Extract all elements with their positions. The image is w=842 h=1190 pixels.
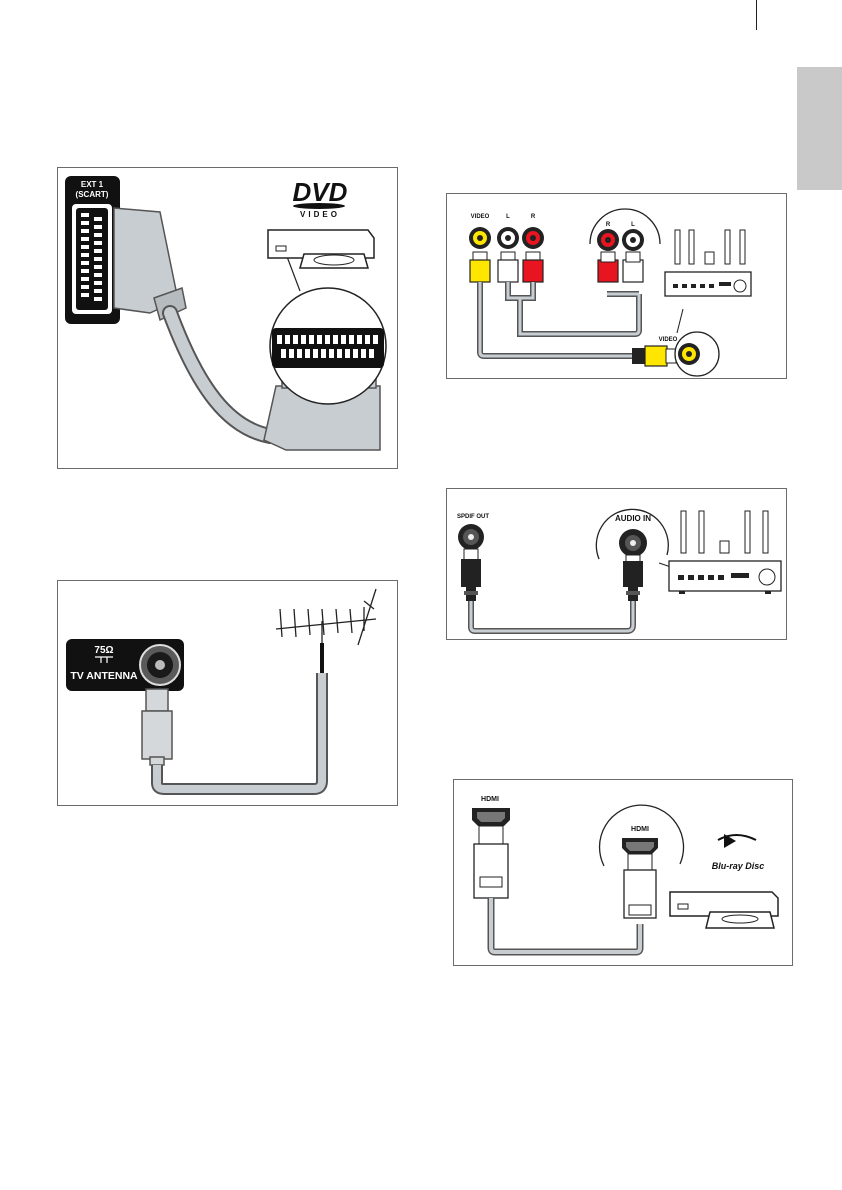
antenna-port-label: TV ANTENNA <box>70 670 138 682</box>
bluray-logo-text: Blu-ray Disc <box>712 861 765 871</box>
hdmi-device-label: HDMI <box>631 826 649 833</box>
aerial-antenna <box>276 589 376 673</box>
composite-right-label: R <box>531 214 536 220</box>
antenna-cable <box>157 673 322 789</box>
composite-connection-figure: VIDEO L R R L <box>446 193 787 379</box>
dvd-logo-sub: VIDEO <box>300 210 340 219</box>
spdif-cable <box>471 601 633 631</box>
composite-cables <box>480 282 639 356</box>
hdmi-connection-figure: HDMI HDMI Blu-ray Disc <box>453 779 793 966</box>
antenna-connection-figure: 75Ω TV ANTENNA <box>57 580 398 806</box>
composite-left-label: L <box>506 214 510 220</box>
spdif-connection-figure: SPDIF OUT AUDIO IN <box>446 488 787 640</box>
hdmi-tv-label: HDMI <box>481 796 499 803</box>
receiver-l-label: L <box>631 222 635 228</box>
scart-connection-figure: EXT 1 (SCART) <box>57 167 398 469</box>
language-tab <box>797 67 842 190</box>
hdmi-plug-tv <box>474 844 508 898</box>
spdif-in-label: AUDIO IN <box>615 514 651 523</box>
dvd-logo: DVD <box>293 177 348 207</box>
plug-white <box>498 260 518 282</box>
antenna-impedance-label: 75Ω <box>94 645 113 656</box>
speakers <box>681 511 768 553</box>
antenna-plug <box>142 711 172 759</box>
plug-red <box>523 260 543 282</box>
speakers <box>675 230 745 264</box>
plug-yellow <box>470 260 490 282</box>
page-edge-rule <box>756 0 757 30</box>
spdif-plug-receiver <box>623 561 643 587</box>
spdif-plug-tv <box>461 559 481 587</box>
scart-port-label-2: (SCART) <box>76 190 109 199</box>
receiver-video-label: VIDEO <box>659 337 678 343</box>
hdmi-cable <box>491 898 640 952</box>
scart-port-label-1: EXT 1 <box>81 180 104 189</box>
receiver-r-label: R <box>606 222 611 228</box>
composite-video-label: VIDEO <box>471 214 490 220</box>
spdif-out-label: SPDIF OUT <box>457 514 489 520</box>
